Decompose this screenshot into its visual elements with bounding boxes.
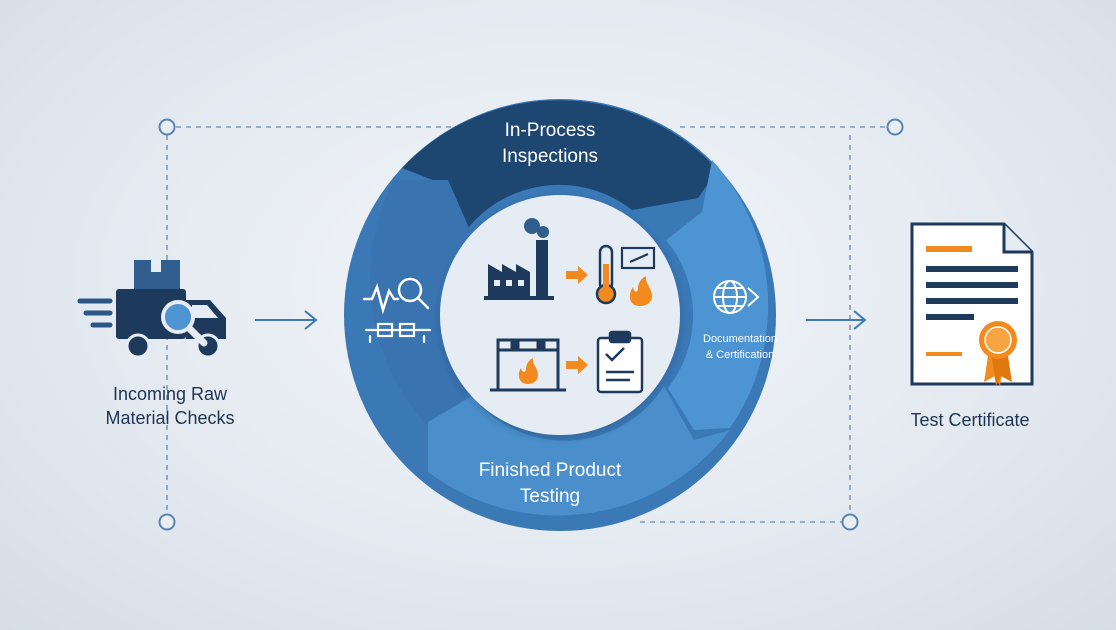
certificate-text: Test Certificate (910, 410, 1030, 430)
segment-finished (428, 386, 730, 516)
factory-icon (484, 218, 554, 300)
in-process-inspections-label: In-Process Inspections (440, 118, 660, 170)
arrow-left (255, 310, 318, 330)
flame-icon (629, 276, 652, 306)
thermometer-icon (595, 244, 617, 305)
clipboard-check-icon (596, 330, 644, 394)
process-arrow-top (566, 266, 588, 284)
in-process-line1: In-Process (504, 120, 596, 141)
process-arrow-bottom (566, 356, 588, 374)
segment-in-process (402, 100, 718, 228)
finished-line2: Testing (519, 486, 581, 507)
segment-documentation (666, 160, 769, 430)
segment-incoming (370, 180, 470, 438)
waveform-search-icon (362, 277, 430, 315)
documentation-line2: & Certification (705, 349, 775, 361)
documentation-certification-label: Documentation & Certification (680, 331, 800, 363)
arrow-right (806, 310, 867, 330)
finished-line1: Finished Product (478, 460, 622, 481)
node-bottom-right (841, 513, 859, 531)
inner-circle (440, 195, 680, 435)
incoming-line1: Incoming Raw (112, 384, 228, 404)
certificate-document-icon (910, 222, 1034, 386)
gauge-icon (620, 246, 656, 270)
incoming-line2: Material Checks (105, 408, 235, 428)
documentation-line1: Documentation (703, 333, 777, 345)
node-top-right (886, 118, 904, 136)
connector-nodes (158, 118, 904, 531)
node-bottom-left (158, 513, 176, 531)
in-process-line2: Inspections (501, 146, 599, 167)
flow-arrows (255, 310, 867, 330)
process-cycle (344, 99, 776, 531)
test-certificate-label: Test Certificate (880, 408, 1060, 432)
award-seal-icon (979, 321, 1017, 386)
node-top-left (158, 118, 176, 136)
flame-icon-rig (518, 358, 538, 384)
test-rig-icon (490, 338, 566, 392)
caliper-icon (364, 322, 432, 344)
magnifier-icon (161, 300, 208, 347)
finished-product-testing-label: Finished Product Testing (440, 458, 660, 510)
globe-icon (713, 280, 760, 314)
incoming-raw-material-label: Incoming Raw Material Checks (80, 382, 260, 430)
